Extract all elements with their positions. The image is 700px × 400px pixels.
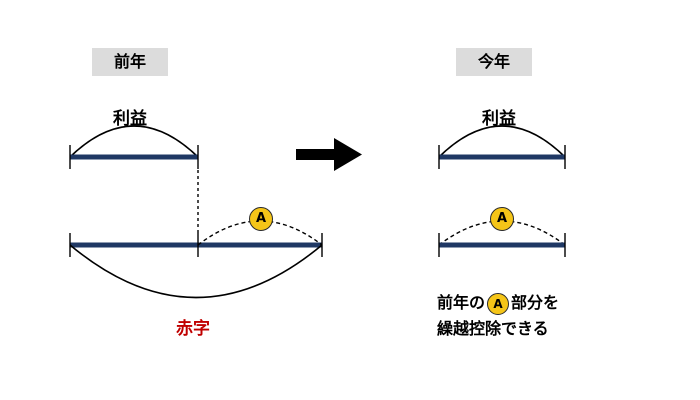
prev-a-dashed-arc bbox=[197, 220, 323, 246]
prev-a-marker: A bbox=[249, 207, 273, 231]
prev-profit-arc bbox=[69, 125, 199, 158]
prev-loss-label: 赤字 bbox=[176, 319, 210, 339]
note-a-marker: A bbox=[487, 292, 510, 315]
note-line1-before: 前年の bbox=[437, 293, 486, 312]
prev-profit-label: 利益 bbox=[113, 109, 147, 129]
note-line1-after: 部分を bbox=[511, 293, 560, 312]
curr-year-tag: 今年 bbox=[456, 48, 532, 76]
curr-a-marker: A bbox=[490, 207, 514, 231]
prev-year-tag: 前年 bbox=[92, 48, 168, 76]
note-line-2: 繰越控除できる bbox=[437, 319, 549, 338]
curr-a-dashed-arc bbox=[438, 220, 566, 246]
curr-profit-label: 利益 bbox=[482, 109, 516, 129]
curr-profit-arc bbox=[438, 125, 566, 158]
prev-loss-arc bbox=[69, 244, 323, 299]
arrow-right-icon bbox=[296, 138, 362, 171]
